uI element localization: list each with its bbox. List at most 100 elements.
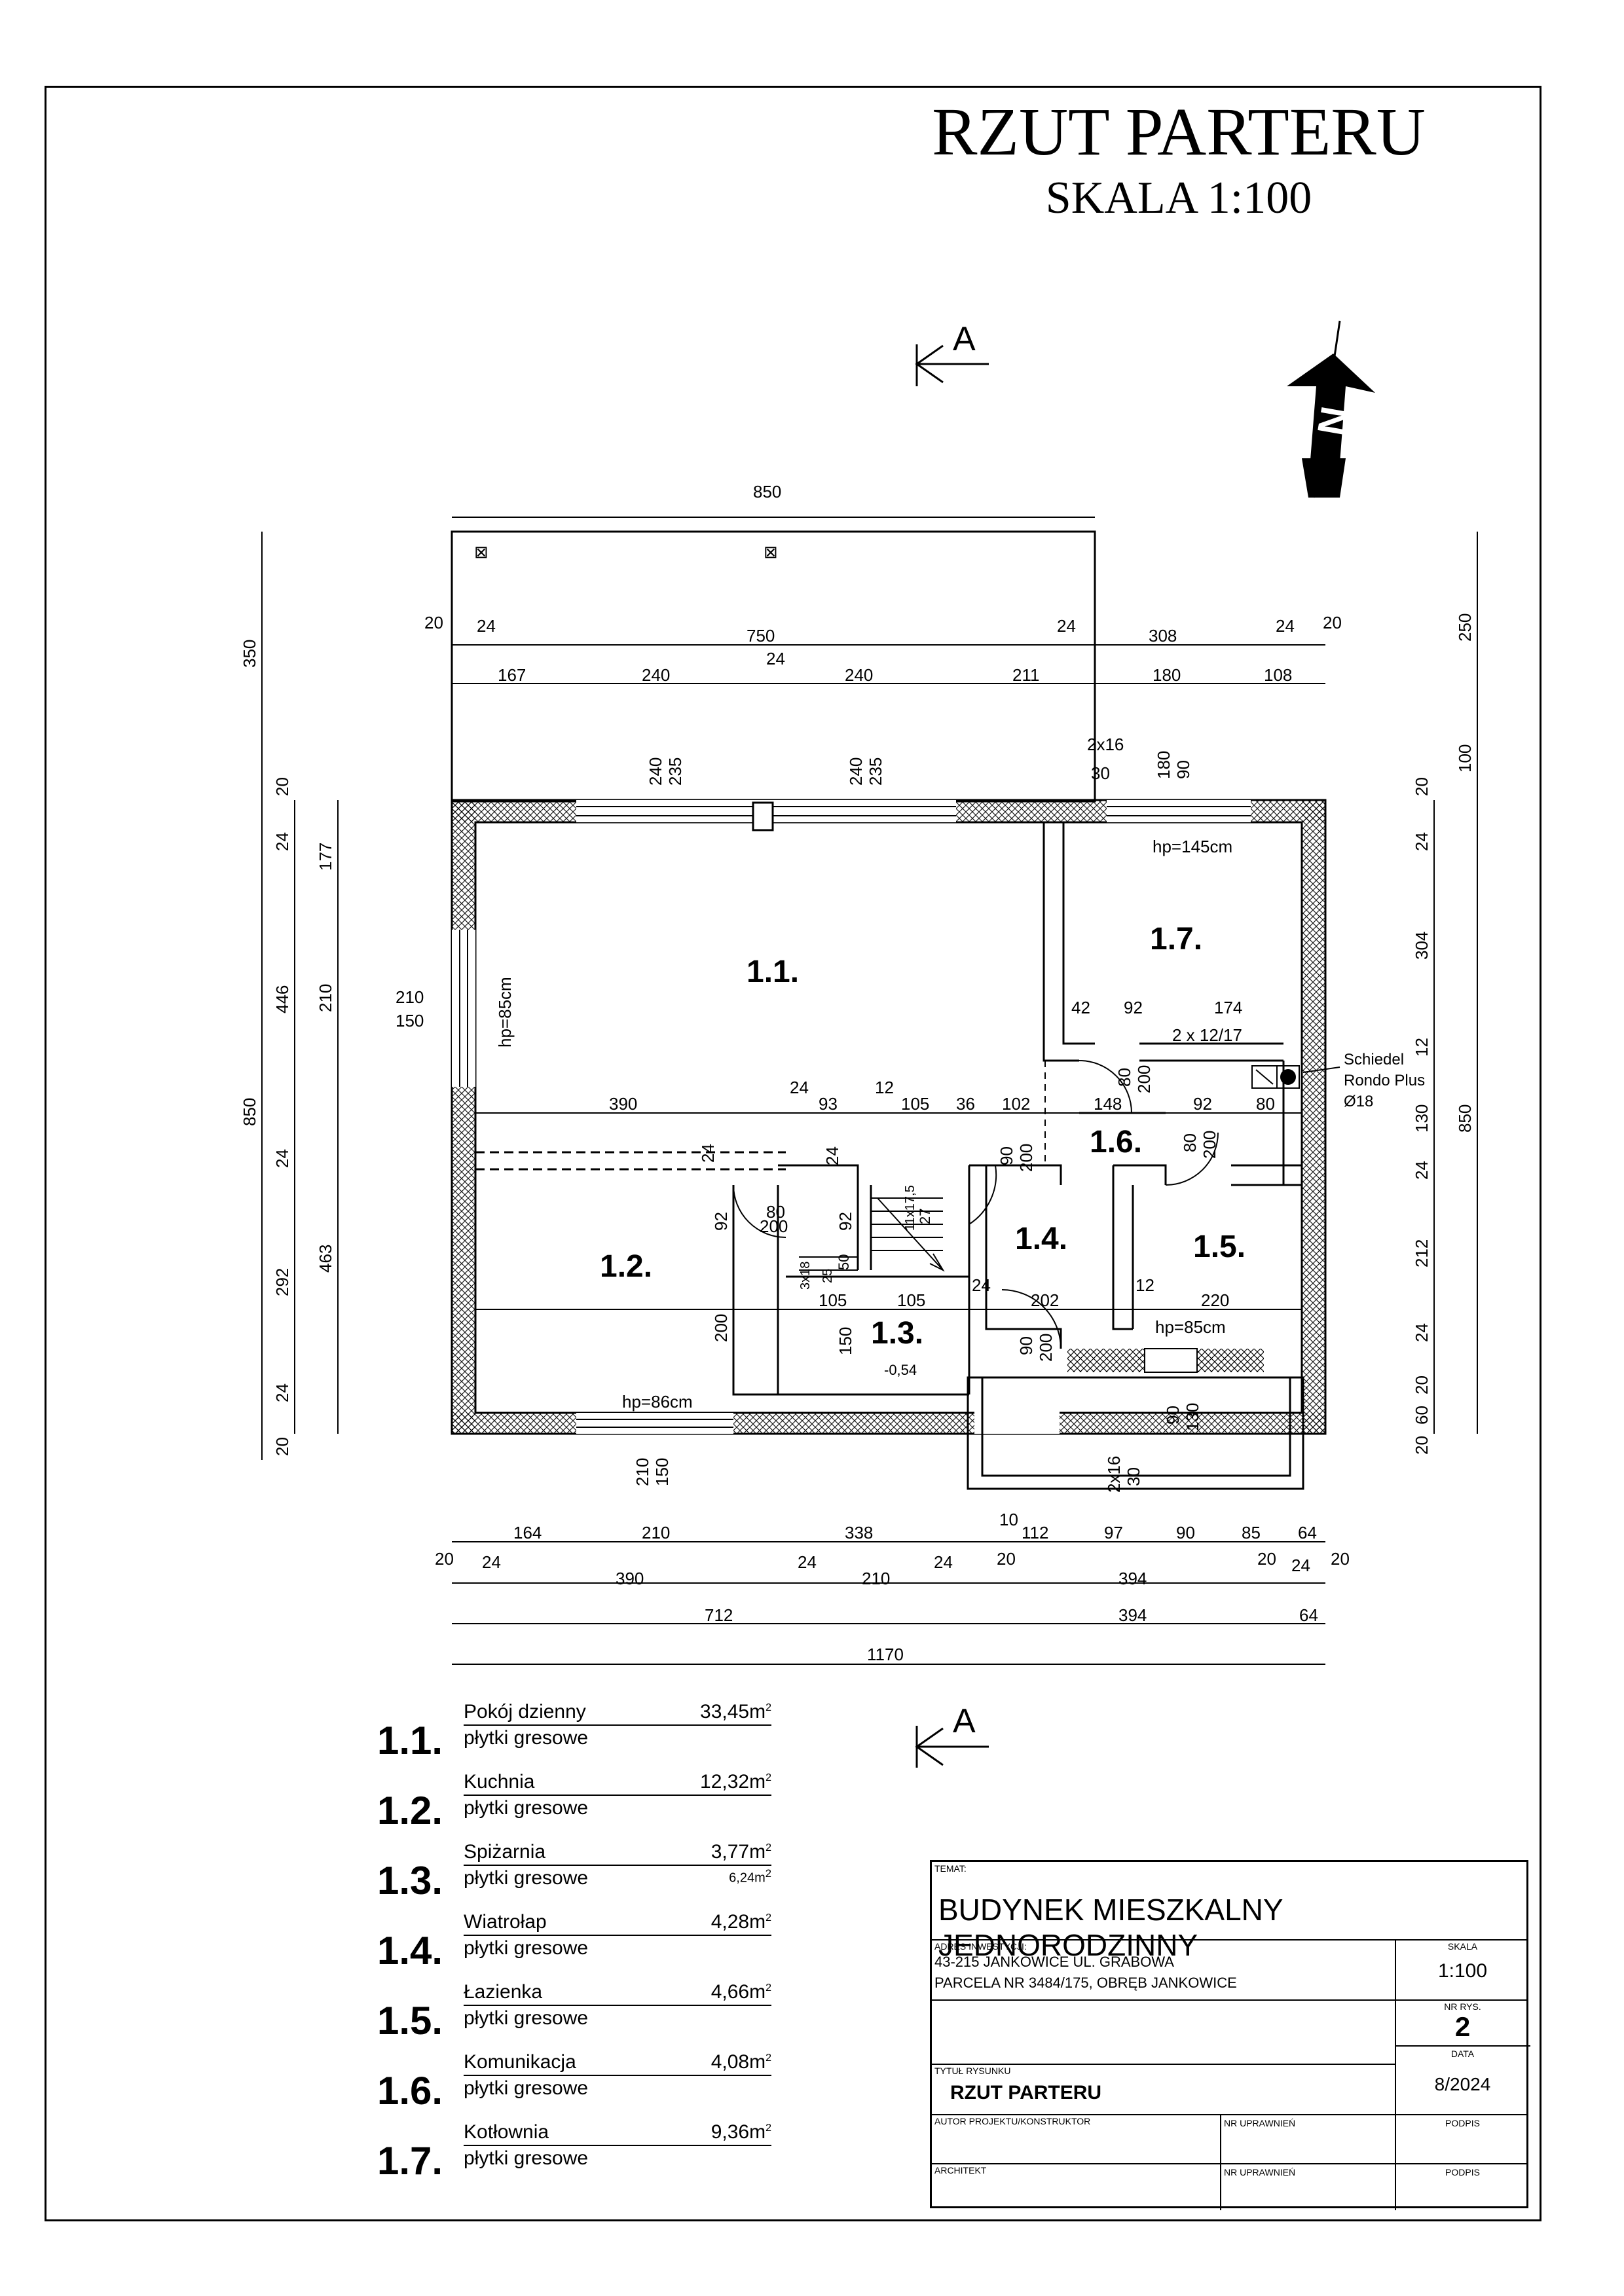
legend-num: 1.1. [377, 1719, 443, 1762]
legend-num: 1.6. [377, 2069, 443, 2113]
dim-door: 200 [1200, 1131, 1219, 1159]
legend-room-name: Kuchnia [464, 1771, 771, 1796]
dim-right2: 12 [1412, 1038, 1431, 1057]
height-note: hp=85cm [1155, 1317, 1226, 1337]
temat-label: TEMAT: [934, 1863, 967, 1874]
legend-num: 1.2. [377, 1789, 443, 1832]
dim-window: 235 [665, 757, 685, 786]
address-line-1: 43-215 JANKOWICE UL. GRABOWA [934, 1954, 1174, 1970]
dim-window: 235 [866, 757, 885, 786]
project-title: BUDYNEK MIESZKALNY JEDNORODZINNY [938, 1893, 1283, 1962]
dim-door: 90 [997, 1146, 1016, 1165]
chimney-label: Schiedel Rondo Plus Ø18 [1344, 1051, 1425, 1110]
title-block: TEMAT: BUDYNEK MIESZKALNY JEDNORODZINNY … [930, 1860, 1530, 2210]
dim-right2: 304 [1412, 932, 1431, 960]
dim-bottom2: 24 [798, 1552, 817, 1572]
dim-bottom2: 20 [997, 1549, 1016, 1569]
dim-door: 90 [1163, 1406, 1183, 1425]
dim-int: 105 [901, 1094, 929, 1114]
dim-door: 130 [1183, 1403, 1202, 1431]
legend-area: 33,45m2 [700, 1701, 771, 1722]
dim-kitchen: 24 [698, 1144, 718, 1163]
dim-bottom2: 24 [482, 1552, 501, 1572]
dim-left3: 177 [316, 843, 335, 871]
dim-pantry: 25 [821, 1269, 835, 1283]
address-line-2: PARCELA NR 3484/175, OBRĘB JANKOWICE [934, 1975, 1237, 1991]
dim-right2: 60 [1412, 1406, 1431, 1425]
legend-floor: płytki gresowe [464, 1937, 589, 1959]
dim-top: 308 [1149, 626, 1177, 646]
dim-top: 20 [424, 613, 443, 632]
legend-floor: płytki gresowe [464, 1727, 589, 1749]
height-note: hp=145cm [1153, 837, 1232, 856]
nr-uprawnien-label-2: NR UPRAWNIEŃ [1224, 2167, 1296, 2178]
dim-beam: 30 [1091, 763, 1110, 783]
nr-uprawnien-label: NR UPRAWNIEŃ [1224, 2118, 1296, 2128]
skala-label: SKALA [1447, 1941, 1478, 1952]
dim-pantry: 150 [836, 1327, 855, 1355]
dim-door: 80 [766, 1202, 785, 1222]
dim-bottom: 164 [513, 1523, 542, 1542]
dim-right2: 20 [1412, 1376, 1431, 1394]
dim-int: 174 [1214, 998, 1242, 1017]
dim-bottom: 210 [642, 1523, 670, 1542]
dim-kitchen: 92 [836, 1212, 855, 1231]
dim-top: 24 [1057, 616, 1076, 636]
dim-left2: 20 [272, 777, 292, 796]
dim-window: 150 [652, 1458, 672, 1486]
dim-hall: 24 [972, 1275, 991, 1295]
dim-int: 390 [609, 1094, 637, 1114]
dim-pantry: 50 [836, 1254, 852, 1270]
dim-bottom2: 24 [934, 1552, 953, 1572]
dim-beam: 2x16 [1087, 735, 1124, 754]
dim-stair: 27 [917, 1209, 933, 1224]
dim-window: 150 [396, 1011, 424, 1030]
dim-top2: 240 [845, 665, 873, 685]
level-mark: -0,54 [884, 1362, 917, 1378]
dim-kitchen: 24 [822, 1146, 842, 1165]
legend-floor: płytki gresowe [464, 2147, 589, 2169]
legend-area: 4,66m2 [710, 1981, 771, 2003]
dim-bottom2: 24 [1291, 1556, 1310, 1575]
dim-kitchen: 200 [711, 1314, 731, 1342]
legend-area: 4,28m2 [710, 1911, 771, 1933]
dim-right2: 24 [1412, 832, 1431, 851]
dim-int: 42 [1071, 998, 1090, 1017]
dim-right2: 24 [1412, 1323, 1431, 1342]
dim-right2: 20 [1412, 1436, 1431, 1455]
dim-left2: 24 [272, 1149, 292, 1168]
dim-beam: 2x16 [1104, 1456, 1124, 1493]
dim-pantry: 105 [819, 1290, 847, 1310]
dim-bottom: 64 [1298, 1523, 1317, 1542]
dim-window: 240 [846, 757, 866, 786]
data-label: DATA [1450, 2049, 1475, 2059]
legend-num: 1.5. [377, 1999, 443, 2043]
dim-door: 90 [1016, 1336, 1036, 1355]
dim-stair: 11x17,5 [903, 1185, 917, 1231]
dim-top: 24 [1276, 616, 1295, 636]
dim-top-overall: 850 [753, 482, 781, 501]
legend-room-name: Pokój dzienny [464, 1701, 771, 1726]
chimney-vent-icon: ⊠ [474, 542, 489, 562]
entrance-porch [967, 1376, 1304, 1490]
dim-int: 102 [1002, 1094, 1030, 1114]
dim-int: 24 [790, 1078, 809, 1097]
legend-area: 12,32m2 [700, 1771, 771, 1793]
dim-int: 2 x 12/17 [1172, 1025, 1242, 1045]
dim-left2: 292 [272, 1268, 292, 1296]
legend-area: 3,77m2 [710, 1841, 771, 1863]
dim-bottom3: 712 [705, 1605, 733, 1625]
dim-left: 850 [240, 1098, 259, 1126]
dim-kitchen: 92 [711, 1212, 731, 1231]
tytul-label: TYTUŁ RYSUNKU [934, 2066, 1011, 2076]
legend-num: 1.7. [377, 2139, 443, 2183]
legend-extra-area: 6,24m2 [729, 1867, 771, 1886]
dim-door: 80 [1115, 1068, 1134, 1087]
dim-bottom: 85 [1242, 1523, 1261, 1542]
legend-num: 1.4. [377, 1929, 443, 1973]
chimney-vent-icon: ⊠ [764, 542, 778, 562]
dim-hall: 202 [1031, 1290, 1059, 1310]
dim-bottom: 112 [1022, 1523, 1048, 1542]
legend-row: 1.2. Kuchnia 12,32m2 płytki gresowe [377, 1771, 783, 1841]
